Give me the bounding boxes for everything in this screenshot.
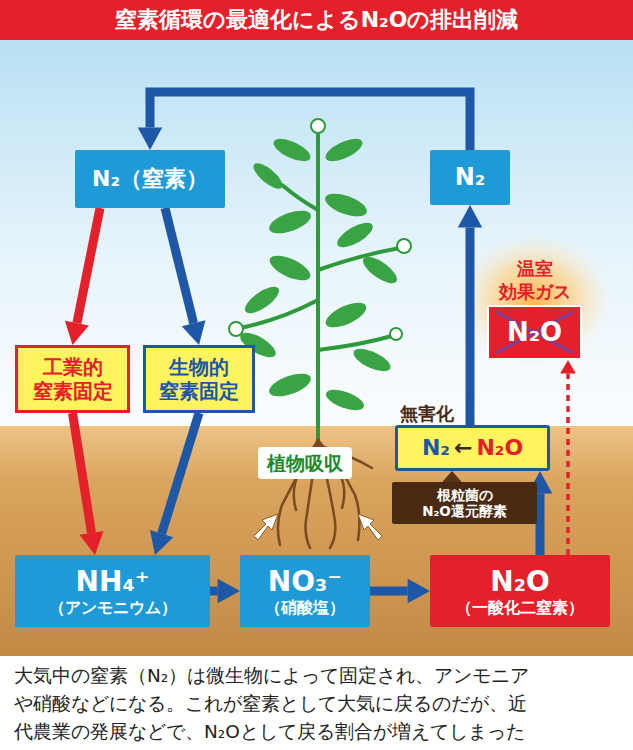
node-text: N₂O — [490, 565, 550, 599]
node-text: NO₃⁻ — [268, 565, 342, 599]
arrow-line — [370, 587, 408, 596]
arrow-line — [566, 374, 570, 555]
node-text: 生物的 窒素固定 — [152, 355, 246, 403]
glow — [456, 234, 612, 366]
arrow-head — [79, 531, 103, 555]
detox-box: 無害化N₂←N₂O — [395, 425, 550, 471]
node-text: N₂O — [476, 435, 523, 461]
arrow-head — [560, 360, 576, 374]
arrow-line — [210, 587, 218, 596]
cross-line — [496, 312, 572, 353]
n2o-box: N₂O（一酸化二窒素） — [430, 555, 610, 627]
arrow-line — [165, 208, 194, 323]
arrow-head — [408, 579, 430, 603]
node-heading: 温室 効果ガス — [493, 258, 577, 303]
node-text: （硝酸塩） — [265, 598, 345, 617]
soil — [0, 426, 633, 656]
uptake-label-box: 植物吸収 — [258, 447, 352, 479]
node-text: 根粒菌の N₂O還元酵素 — [398, 487, 531, 519]
arrow-line — [466, 227, 475, 425]
arrow-line — [77, 208, 100, 323]
arrow-head — [218, 579, 240, 603]
flow-arrow — [442, 471, 462, 482]
leaves — [237, 134, 401, 414]
flow-arrow — [165, 208, 205, 345]
title-text: 窒素循環の最適化によるN₂Oの排出削減 — [115, 5, 519, 35]
node-text: （一酸化二窒素） — [456, 598, 584, 617]
arrow-head — [138, 128, 162, 150]
roots — [262, 440, 372, 548]
flow-arrow — [210, 579, 240, 603]
flowers — [229, 119, 411, 340]
fixation-box: 工業的 窒素固定 — [15, 345, 130, 413]
flow-arrow — [458, 205, 482, 425]
node-heading: 無害化 — [400, 403, 454, 426]
nitrogen-box: N₂（窒素） — [75, 150, 225, 208]
flow-arrow — [560, 360, 576, 555]
arrow-line — [162, 413, 199, 534]
plant — [240, 132, 400, 440]
title-bar: 窒素循環の最適化によるN₂Oの排出削減 — [0, 0, 633, 40]
flow-arrow — [73, 413, 104, 555]
fixation-box: 生物的 窒素固定 — [143, 345, 255, 413]
arrow-head — [442, 471, 462, 482]
uptake-arrows — [254, 514, 382, 540]
node-text: （アンモニウム） — [49, 598, 177, 617]
enzyme-box: 根粒菌の N₂O還元酵素 — [392, 482, 537, 524]
node-text: N₂ — [455, 163, 486, 192]
node-text: N₂O — [507, 317, 562, 348]
arrow-line — [150, 92, 470, 150]
caption-text: 大気中の窒素（N₂）は微生物によって固定され、アンモニア や硝酸などになる。これ… — [14, 662, 622, 745]
node-text: N₂ — [422, 435, 450, 461]
node-text: NH₄⁺ — [76, 565, 150, 599]
ammonium-box: NH₄⁺（アンモニウム） — [15, 555, 210, 627]
arrow-head — [150, 530, 173, 555]
flow-arrow — [65, 208, 100, 345]
greenhouse-box: 温室 効果ガスN₂O — [487, 305, 582, 360]
nitrate-box: NO₃⁻（硝酸塩） — [240, 555, 370, 627]
node-text: ← — [454, 435, 472, 461]
arrow-head — [458, 205, 482, 227]
nitrogen-box: N₂ — [430, 150, 510, 205]
cross-line — [496, 312, 572, 353]
node-text: N₂（窒素） — [92, 166, 208, 192]
node-text: 植物吸収 — [267, 452, 343, 475]
arrow-head — [182, 320, 206, 345]
flow-arrow — [138, 92, 470, 150]
flow-arrow — [370, 579, 430, 603]
flow-arrow — [150, 413, 199, 555]
node-text: 工業的 窒素固定 — [24, 355, 121, 403]
arrow-line — [73, 413, 92, 533]
arrow-head — [65, 321, 89, 345]
